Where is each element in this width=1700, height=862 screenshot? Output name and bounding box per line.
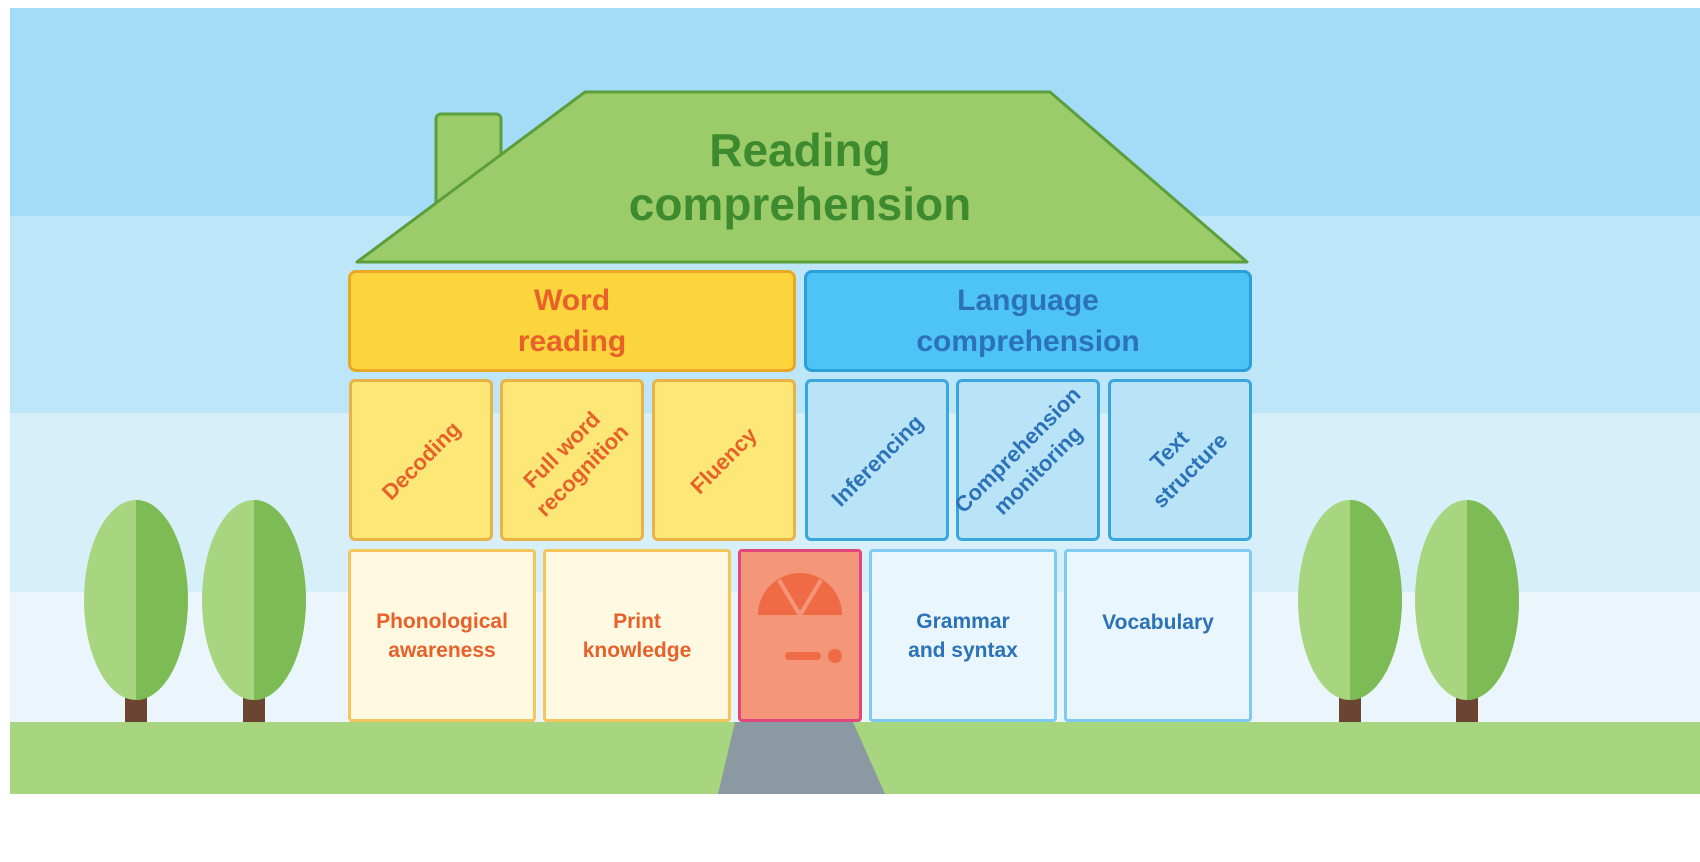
foundation-grammar-and-syntax: Grammar and syntax: [869, 549, 1057, 722]
door-window: [758, 573, 842, 615]
skill-comprehension-monitoring: Comprehension monitoring: [950, 379, 1100, 541]
roof: [355, 90, 1249, 264]
skill-full-word-recognition: Full word recognition: [500, 379, 644, 541]
foundation-label: and syntax: [908, 638, 1018, 662]
roof-title: Reading comprehension: [600, 122, 1000, 232]
header-line: Word: [533, 284, 611, 317]
tree-crown-shade: [254, 500, 306, 700]
foundation-print-knowledge: Print knowledge: [543, 549, 731, 722]
tree-crown-shade: [1350, 500, 1402, 700]
foundation-label: Phonological: [376, 609, 508, 633]
skill-label: Decoding: [376, 415, 466, 505]
roof-title-line: comprehension: [628, 178, 972, 230]
foundation-label: Print: [613, 609, 661, 633]
tree-crown-shade: [1467, 500, 1519, 700]
foundation-phonological-awareness: Phonological awareness: [348, 549, 536, 722]
foundation-label: awareness: [388, 638, 496, 662]
door-window-frame: [798, 578, 823, 617]
door-mail-slot: [785, 652, 821, 660]
header-line: comprehension: [916, 325, 1140, 358]
roof-title-line: Reading: [709, 124, 891, 176]
skill-inferencing: Inferencing: [805, 379, 949, 541]
tree-crown-shade: [136, 500, 188, 700]
header-line: Language: [957, 284, 1099, 317]
foundation-vocabulary: Vocabulary: [1064, 549, 1252, 722]
skill-text-structure: Text structure: [1108, 379, 1252, 541]
header-line: reading: [517, 325, 627, 358]
path: [718, 722, 885, 794]
foundation-label: Vocabulary: [1102, 611, 1214, 634]
skill-fluency: Fluency: [652, 379, 796, 541]
door: [738, 549, 862, 722]
skill-decoding: Decoding: [349, 379, 493, 541]
skill-label: Inferencing: [826, 409, 928, 511]
word-reading-header: Word reading: [348, 270, 796, 372]
skill-label: Fluency: [685, 421, 763, 499]
door-knob: [828, 649, 842, 663]
door-window-frame: [777, 578, 802, 617]
foundation-label: Grammar: [916, 609, 1010, 633]
foundation-label: knowledge: [582, 638, 692, 662]
language-comprehension-header: Language comprehension: [804, 270, 1252, 372]
door-details: [758, 573, 842, 663]
